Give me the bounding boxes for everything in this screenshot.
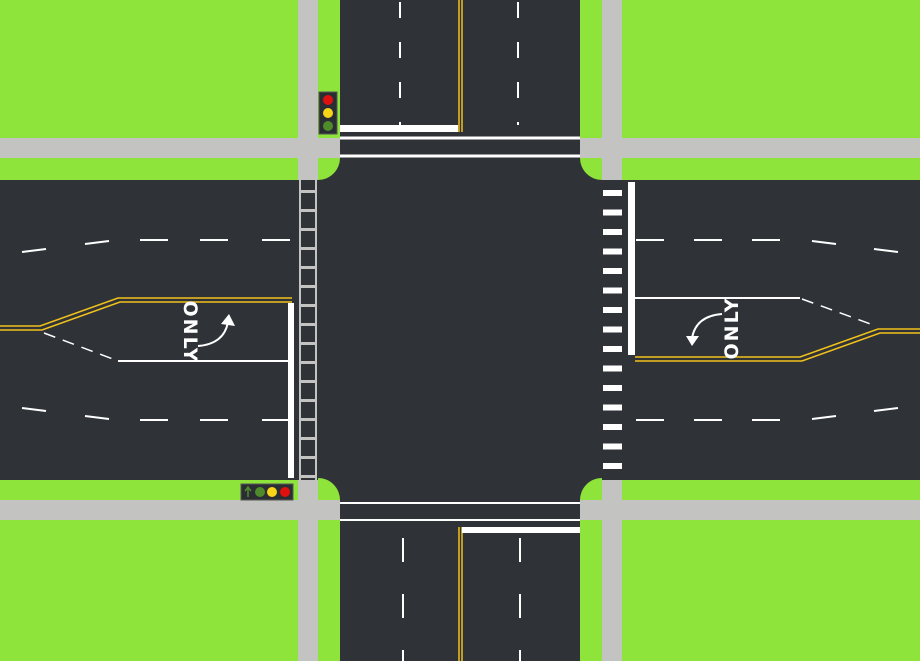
crosswalk-rung (300, 475, 316, 478)
east-only-text: ONLY (721, 297, 743, 360)
crosswalk-rung (300, 190, 316, 193)
crosswalk-rung (300, 285, 316, 288)
south-stop-line (462, 527, 580, 533)
crosswalk-rung (300, 228, 316, 231)
green-light-icon (255, 487, 265, 497)
crosswalk-bar (603, 287, 622, 294)
yellow-light-icon (323, 108, 333, 118)
crosswalk-rung (300, 209, 316, 212)
east-stop-line (628, 182, 635, 355)
south-approach-markings (340, 502, 580, 661)
crosswalk-bar (603, 326, 622, 333)
arrowhead-icon (221, 314, 235, 326)
arrowhead-icon (686, 336, 699, 346)
crosswalk-rung (300, 323, 316, 326)
crosswalk-bar (603, 229, 622, 235)
crosswalk-bar (603, 365, 622, 372)
west-traffic-signal (240, 483, 294, 501)
crosswalk-rung (300, 361, 316, 364)
crosswalk-bar (603, 385, 622, 391)
crosswalk-bar (603, 404, 622, 411)
east-approach-markings: ONLY (603, 182, 920, 469)
west-crosswalk-rungs (300, 190, 316, 478)
crosswalk-rung (300, 399, 316, 402)
crosswalk-bar (603, 248, 622, 255)
crosswalk-bar (603, 190, 622, 196)
north-approach-markings (340, 0, 580, 158)
crosswalk-rung (300, 456, 316, 459)
yellow-light-icon (267, 487, 277, 497)
red-light-icon (280, 487, 290, 497)
left-turn-arrow-icon (691, 313, 723, 339)
east-crosswalk-bars (603, 190, 622, 469)
crosswalk-rung (300, 266, 316, 269)
north-traffic-signal (318, 91, 338, 135)
crosswalk-bar (603, 424, 622, 430)
north-stop-line (340, 125, 458, 132)
crosswalk-rung (300, 437, 316, 440)
crosswalk-bar (603, 463, 622, 469)
crosswalk-bar (603, 268, 622, 274)
green-light-icon (323, 121, 333, 131)
crosswalk-bar (603, 209, 622, 216)
crosswalk-rung (300, 418, 316, 421)
west-only-text: ONLY (179, 301, 201, 364)
crosswalk-rung (300, 380, 316, 383)
red-light-icon (323, 95, 333, 105)
left-arrow-light-icon (244, 485, 252, 497)
west-approach-markings: ONLY (0, 180, 317, 480)
crosswalk-bar (603, 346, 622, 352)
left-turn-arrow-icon (197, 321, 229, 347)
crosswalk-bar (603, 307, 622, 313)
crosswalk-rung (300, 247, 316, 250)
crosswalk-rung (300, 342, 316, 345)
crosswalk-bar (603, 443, 622, 450)
west-stop-line (288, 303, 294, 478)
curb-corners (318, 158, 602, 500)
crosswalk-rung (300, 304, 316, 307)
